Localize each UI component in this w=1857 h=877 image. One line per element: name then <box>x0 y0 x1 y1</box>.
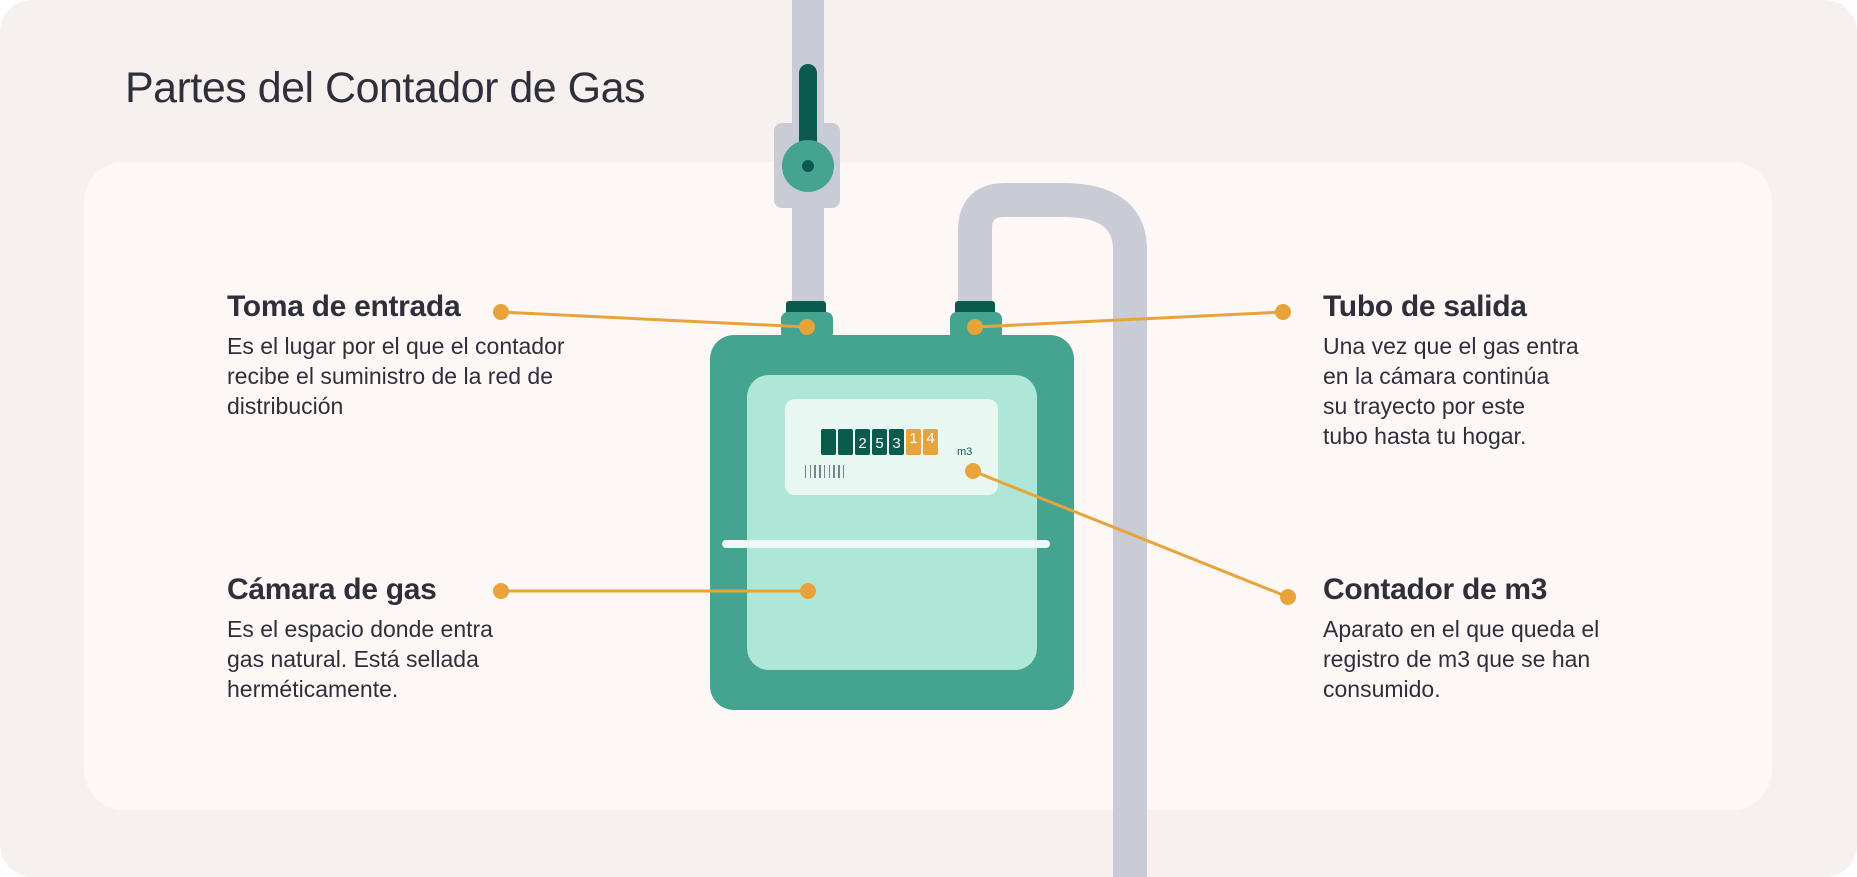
toma-entrada-anchor-dot <box>799 319 815 335</box>
callout-text: Es el espacio donde entra gas natural. E… <box>227 616 493 702</box>
meter-digit-box <box>855 429 870 455</box>
callout-heading: Toma de entrada <box>227 290 461 323</box>
callout-text: Es el lugar por el que el contador recib… <box>227 333 565 419</box>
outlet-connector <box>955 301 995 315</box>
toma-entrada-line <box>500 310 808 329</box>
meter-digit-box <box>838 429 853 455</box>
meter-digit-box <box>872 429 887 455</box>
meter-unit-label: m3 <box>957 446 972 458</box>
callout-heading: Cámara de gas <box>227 573 437 606</box>
meter-digit: 2 <box>858 435 866 452</box>
callout-text: Una vez que el gas entra en la cámara co… <box>1323 333 1579 449</box>
chamber-divider <box>722 540 1050 548</box>
barcode-icon <box>805 465 844 478</box>
meter-digit-box <box>923 429 938 455</box>
callout-camara-gas: Cámara de gas Es el espacio donde entra … <box>227 573 647 704</box>
callout-toma-entrada: Toma de entrada Es el lugar por el que e… <box>227 290 647 421</box>
camara-gas-dot <box>493 583 509 599</box>
barcode-stripe <box>814 465 816 478</box>
callout-heading: Tubo de salida <box>1323 290 1527 323</box>
page-title: Partes del Contador de Gas <box>125 64 646 112</box>
barcode-stripe <box>819 465 821 478</box>
meter-digit: 5 <box>875 435 883 452</box>
meter-digit-box <box>906 429 921 455</box>
camara-gas-anchor-dot <box>800 583 816 599</box>
barcode-stripe <box>829 465 830 478</box>
contador-m3-line <box>972 469 1289 599</box>
callout-tubo-salida: Tubo de salida Una vez que el gas entra … <box>1323 290 1703 451</box>
tubo-salida-anchor-dot <box>967 319 983 335</box>
barcode-stripe <box>843 465 844 478</box>
tubo-salida-dot <box>1275 304 1291 320</box>
barcode-stripe <box>838 465 840 478</box>
meter-digit-box <box>821 429 836 455</box>
tubo-salida-line <box>974 310 1284 329</box>
meter-digit: 1 <box>909 430 917 447</box>
outlet-pipe <box>958 183 1147 877</box>
meter-digit: 3 <box>892 435 900 452</box>
barcode-stripe <box>824 465 825 478</box>
valve-handle-icon <box>799 64 817 156</box>
callout-heading: Contador de m3 <box>1323 573 1548 606</box>
callout-contador-m3: Contador de m3 Aparato en el que queda e… <box>1323 573 1743 704</box>
meter-digit-box <box>889 429 904 455</box>
contador-m3-dot <box>1280 589 1296 605</box>
contador-m3-anchor-dot <box>965 463 981 479</box>
callout-text: Aparato en el que queda el registro de m… <box>1323 616 1600 702</box>
barcode-stripe <box>810 465 811 478</box>
toma-entrada-dot <box>493 304 509 320</box>
valve-center-icon <box>802 160 814 172</box>
barcode-stripe <box>805 465 806 478</box>
inlet-connector <box>786 301 826 315</box>
meter-digit: 4 <box>926 430 934 447</box>
barcode-stripe <box>833 465 835 478</box>
